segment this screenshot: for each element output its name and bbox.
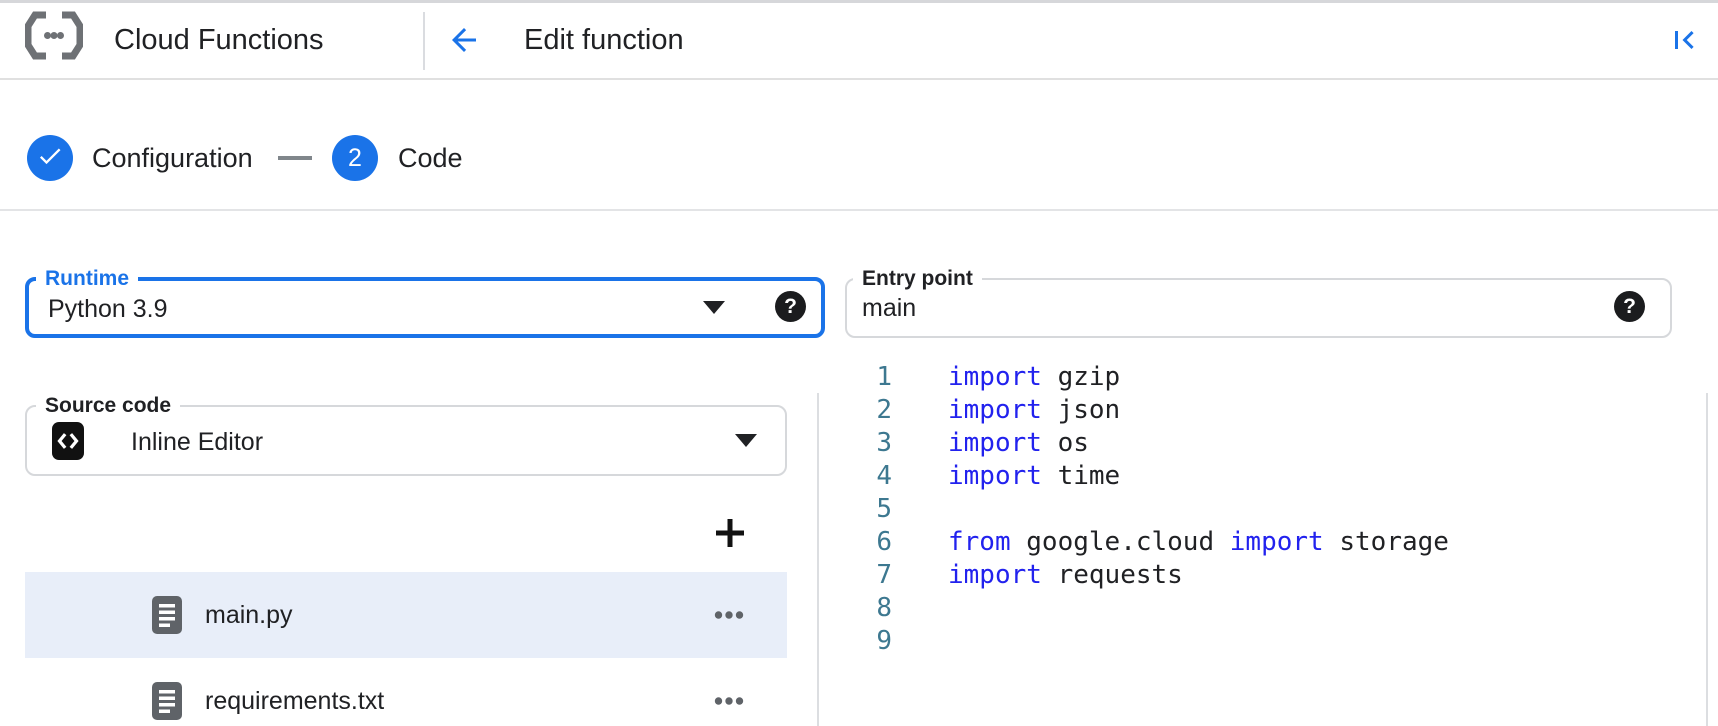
line-number: 8	[876, 593, 892, 623]
step-code[interactable]: 2	[332, 135, 378, 181]
code-text: import requests	[948, 560, 1183, 590]
code-line: 6 from google.cloud import storage	[818, 526, 1704, 559]
file-name: main.py	[205, 601, 293, 629]
code-line: 1 import gzip	[818, 361, 1704, 394]
header: Cloud Functions Edit function	[0, 3, 1718, 80]
line-number: 6	[876, 527, 892, 557]
file-menu-button[interactable]	[714, 694, 744, 708]
collapse-panel-button[interactable]	[1666, 22, 1702, 58]
code-icon	[52, 422, 84, 460]
code-line: 2 import json	[818, 394, 1704, 427]
source-code-value: Inline Editor	[131, 428, 264, 456]
add-icon	[716, 519, 744, 547]
code-text: import gzip	[948, 362, 1121, 392]
step-number-badge: 2	[348, 143, 362, 172]
source-code-select[interactable]	[25, 405, 787, 476]
step-separator	[278, 156, 312, 160]
file-row[interactable]: main.py	[25, 572, 787, 658]
code-line: 5	[818, 493, 1704, 526]
back-button[interactable]	[446, 22, 482, 58]
code-line: 4 import time	[818, 460, 1704, 493]
code-text	[892, 592, 948, 625]
line-number: 7	[876, 560, 892, 590]
check-icon	[36, 142, 64, 175]
entry-point-help-icon[interactable]: ?	[1614, 291, 1645, 322]
page-title: Edit function	[524, 24, 684, 56]
caret-down-icon	[735, 434, 757, 447]
file-row[interactable]: requirements.txt	[25, 658, 787, 726]
header-divider	[423, 12, 425, 70]
file-icon	[152, 682, 182, 725]
more-horiz-icon	[714, 611, 744, 619]
runtime-select[interactable]	[25, 277, 825, 338]
editor-divider	[817, 393, 819, 726]
line-number: 2	[876, 395, 892, 425]
file-name: requirements.txt	[205, 687, 385, 715]
line-number: 5	[876, 494, 892, 524]
file-list: main.py requirements.txt	[25, 572, 787, 726]
line-number: 3	[876, 428, 892, 458]
code-text	[892, 493, 948, 526]
top-strip	[0, 0, 1718, 3]
entry-point-input[interactable]	[862, 292, 1542, 324]
code-text	[892, 625, 948, 658]
step-configuration-label: Configuration	[92, 143, 253, 173]
code-text: import os	[948, 428, 1089, 458]
file-menu-button[interactable]	[714, 608, 744, 622]
step-code-label: Code	[398, 143, 463, 173]
caret-down-icon	[703, 301, 725, 314]
more-horiz-icon	[714, 697, 744, 705]
code-text: from google.cloud import storage	[948, 527, 1449, 557]
runtime-help-icon[interactable]: ?	[775, 291, 806, 322]
code-line: 8	[818, 592, 1704, 625]
code-line: 3 import os	[818, 427, 1704, 460]
entry-point-label: Entry point	[853, 267, 982, 291]
code-text: import time	[948, 461, 1121, 491]
cloud-functions-logo-icon	[24, 11, 84, 65]
product-title: Cloud Functions	[114, 24, 324, 56]
editor-scrollbar[interactable]	[1706, 393, 1708, 726]
runtime-label: Runtime	[36, 267, 138, 291]
entry-point-field[interactable]	[845, 278, 1672, 338]
add-file-button[interactable]	[706, 509, 754, 557]
line-number: 9	[876, 626, 892, 656]
code-line: 7 import requests	[818, 559, 1704, 592]
step-configuration[interactable]	[27, 135, 73, 181]
code-line: 9	[818, 625, 1704, 658]
file-icon	[152, 596, 182, 639]
runtime-value: Python 3.9	[48, 295, 168, 323]
code-text: import json	[948, 395, 1121, 425]
source-code-label: Source code	[36, 394, 181, 418]
section-divider	[0, 209, 1718, 211]
line-number: 1	[876, 362, 892, 392]
line-number: 4	[876, 461, 892, 491]
code-editor[interactable]: 1 import gzip 2 import json 3 import os 4 impor…	[818, 361, 1704, 658]
